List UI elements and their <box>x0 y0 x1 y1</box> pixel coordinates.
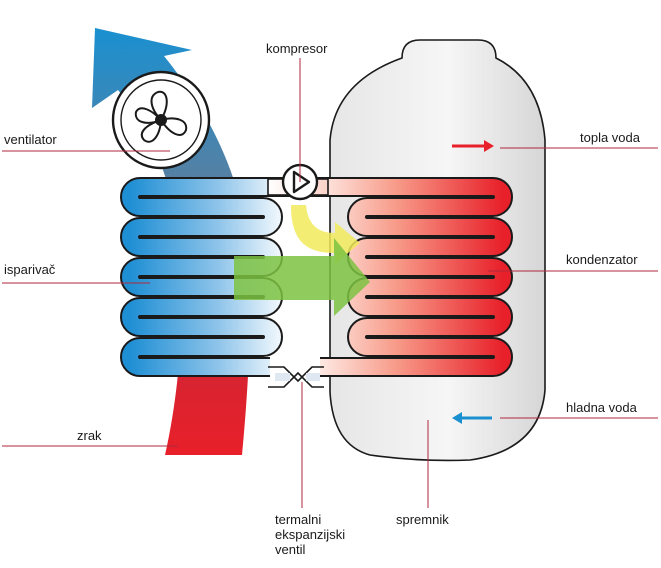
label-kompresor: kompresor <box>266 41 328 56</box>
heat-transfer-arrow <box>234 238 370 316</box>
evaporator-coil <box>120 177 290 377</box>
label-isparivac: isparivač <box>4 262 56 277</box>
cold-water-arrow <box>452 412 492 424</box>
condenser-coil <box>310 177 513 377</box>
label-zrak: zrak <box>77 428 102 443</box>
hot-water-arrow <box>452 140 494 152</box>
label-hladna-voda: hladna voda <box>566 400 637 415</box>
label-spremnik: spremnik <box>396 512 449 527</box>
label-kondenzator: kondenzator <box>566 252 638 267</box>
fan-icon <box>111 70 211 170</box>
label-ventilator: ventilator <box>4 132 57 147</box>
expansion-valve <box>268 366 324 388</box>
label-termalni-ekspanzijski-ventil: termalni ekspanzijski ventil <box>275 512 346 557</box>
label-topla-voda: topla voda <box>580 130 640 145</box>
